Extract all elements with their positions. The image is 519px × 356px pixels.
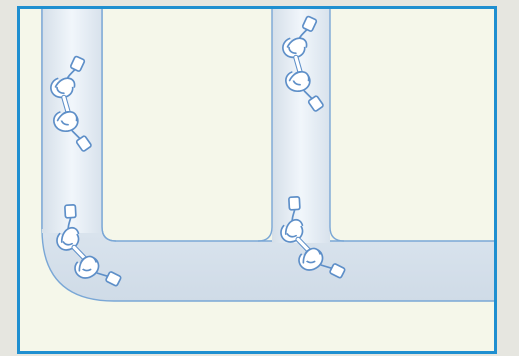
knot-border-frame — [17, 6, 497, 354]
knot-pattern-illustration — [20, 9, 494, 351]
